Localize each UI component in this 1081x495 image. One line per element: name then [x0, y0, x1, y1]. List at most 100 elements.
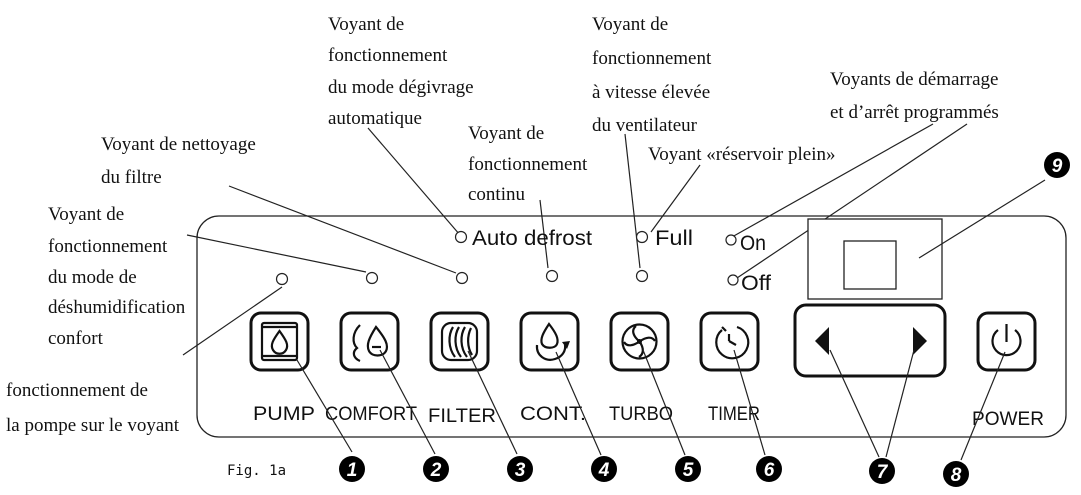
timer-label: TIMER — [708, 404, 760, 425]
svg-text:5: 5 — [683, 460, 694, 481]
cont-button[interactable] — [519, 311, 580, 372]
callout-auto-defrost: Voyant de fonctionnement du mode dégivra… — [328, 14, 474, 129]
svg-text:4: 4 — [598, 460, 610, 481]
leader-lines — [182, 123, 968, 356]
badge-9: 9 — [1044, 152, 1070, 178]
pump-drop-icon — [260, 321, 299, 362]
callout-fan-line2: fonctionnement — [592, 48, 712, 69]
callout-filter-line2: du filtre — [101, 167, 162, 188]
badge-leader-9 — [918, 179, 1046, 259]
callout-cont-line2: fonctionnement — [468, 154, 588, 175]
callout-filter-line1: Voyant de nettoyage — [101, 134, 256, 155]
figure-caption: Fig. 1a — [227, 463, 286, 479]
callout-comfort-line2: fonctionnement — [48, 236, 168, 257]
timer-off-led — [727, 274, 739, 286]
display-screen — [843, 240, 897, 290]
badge-1: 1 — [339, 456, 365, 482]
leader-tank-full — [650, 164, 701, 233]
badge-leader-2 — [379, 349, 436, 455]
auto-defrost-led — [454, 230, 468, 244]
timer-on-led — [725, 234, 737, 246]
turbo-button[interactable] — [609, 311, 670, 372]
callout-defrost-line2: fonctionnement — [328, 45, 448, 66]
svg-text:1: 1 — [347, 460, 358, 481]
callout-tank-full-line1: Voyant «réservoir plein» — [648, 144, 836, 165]
badge-8: 8 — [943, 461, 969, 487]
pump-label: PUMP — [253, 404, 315, 425]
callout-timer-line2: et d’arrêt programmés — [830, 102, 999, 123]
pump-led — [275, 272, 289, 286]
right-arrow-icon — [913, 327, 927, 355]
badge-leader-7b — [885, 349, 915, 458]
badge-7: 7 — [869, 458, 895, 484]
callout-fan-line4: du ventilateur — [592, 115, 698, 136]
svg-text:8: 8 — [951, 465, 962, 486]
callout-cont-line3: continu — [468, 184, 525, 205]
comfort-button[interactable] — [339, 311, 400, 372]
badge-4: 4 — [591, 456, 617, 482]
callout-comfort-mode: Voyant de fonctionnement du mode de désh… — [48, 204, 186, 349]
svg-text:2: 2 — [430, 460, 442, 481]
badge-leader-7a — [829, 349, 880, 458]
filter-led — [455, 271, 469, 285]
auto-defrost-label: Auto defrost — [472, 227, 592, 250]
badge-leader-8 — [960, 351, 1006, 461]
callout-pump-mode-line2: la pompe sur le voyant — [6, 415, 180, 436]
leader-pump — [182, 286, 283, 356]
callout-fan-line1: Voyant de — [592, 14, 668, 35]
leader-cont — [539, 199, 549, 269]
filter-button[interactable] — [429, 311, 490, 372]
continuous-drop-icon — [535, 322, 570, 361]
svg-text:7: 7 — [877, 462, 889, 483]
pump-button[interactable] — [249, 311, 310, 372]
power-label: POWER — [972, 409, 1044, 430]
callout-timer-line1: Voyants de démarrage — [830, 69, 998, 90]
full-label: Full — [655, 227, 693, 250]
turbo-label: TURBO — [609, 404, 673, 425]
badge-5: 5 — [675, 456, 701, 482]
callout-comfort-line4: déshumidification — [48, 297, 186, 318]
badge-leader-1 — [296, 359, 353, 453]
callout-high-fan: Voyant de fonctionnement à vitesse élevé… — [592, 14, 712, 136]
callout-filter-clean: Voyant de nettoyage du filtre — [101, 134, 256, 188]
timer-off-label: Off — [741, 272, 771, 295]
filter-icon — [440, 321, 479, 362]
control-panel-outline — [196, 215, 1067, 438]
callout-continuous: Voyant de fonctionnement continu — [468, 123, 588, 205]
leader-filter — [228, 185, 457, 274]
callout-defrost-line4: automatique — [328, 108, 422, 129]
callout-cont-line1: Voyant de — [468, 123, 544, 144]
power-icon — [991, 324, 1022, 357]
callout-pump-mode: fonctionnement de la pompe sur le voyant — [6, 380, 180, 436]
svg-text:6: 6 — [764, 460, 775, 481]
callout-defrost-line3: du mode dégivrage — [328, 77, 474, 98]
badge-leader-6 — [733, 349, 766, 456]
callout-timer-leds: Voyants de démarrage et d’arrêt programm… — [830, 69, 999, 123]
callout-defrost-line1: Voyant de — [328, 14, 404, 35]
timer-on-label: On — [740, 232, 766, 255]
callout-comfort-line3: du mode de — [48, 267, 137, 288]
power-button[interactable] — [976, 311, 1037, 372]
callout-pump-mode-line1: fonctionnement de — [6, 380, 148, 401]
timer-button[interactable] — [699, 311, 760, 372]
leader-defrost — [367, 127, 461, 236]
badge-3: 3 — [507, 456, 533, 482]
leader-timer-on — [731, 123, 934, 238]
badge-leader-4 — [555, 351, 602, 456]
leader-timer-off — [736, 123, 968, 279]
badge-6: 6 — [756, 456, 782, 482]
left-right-arrows-icon — [815, 327, 927, 355]
badge-leader-3 — [467, 350, 518, 455]
cont-label: CONT. — [520, 404, 586, 425]
timer-icon — [715, 325, 750, 360]
badge-leaders — [296, 179, 1046, 461]
leader-comfort — [186, 234, 367, 273]
badge-2: 2 — [423, 456, 449, 482]
svg-text:3: 3 — [515, 460, 526, 481]
callout-comfort-line5: confort — [48, 328, 104, 349]
callout-comfort-line1: Voyant de — [48, 204, 124, 225]
callout-fan-line3: à vitesse élevée — [592, 82, 710, 103]
arrows-button[interactable] — [793, 303, 947, 378]
cont-led — [545, 269, 559, 283]
